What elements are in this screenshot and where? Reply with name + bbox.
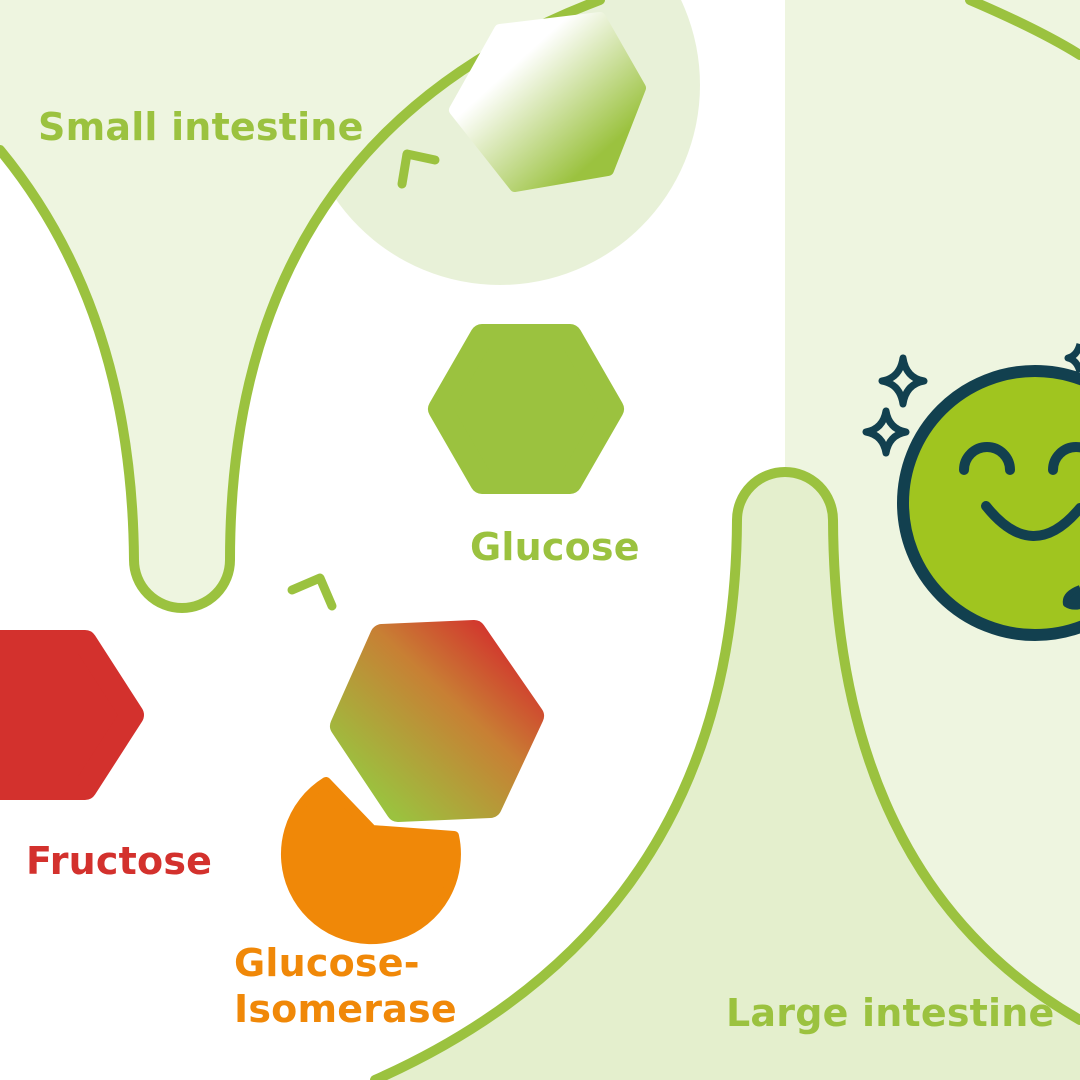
glucose-molecule bbox=[428, 324, 624, 494]
sparkle-icon bbox=[878, 354, 928, 408]
sparkle-icon bbox=[1064, 343, 1080, 373]
large-intestine-label: Large intestine bbox=[726, 991, 1055, 1035]
chevron-up-icon bbox=[397, 149, 440, 189]
glucose-isomerase-enzyme bbox=[281, 777, 461, 945]
small-intestine-label: Small intestine bbox=[38, 105, 364, 149]
glucose-molecule-absorbed bbox=[449, 12, 646, 192]
small-intestine-wall bbox=[0, 0, 605, 613]
glucose-label: Glucose bbox=[470, 525, 640, 569]
happy-face-icon bbox=[897, 365, 1080, 641]
large-intestine-wall bbox=[370, 467, 1080, 1080]
sparkle-icon bbox=[862, 407, 910, 457]
fructose-molecule bbox=[0, 630, 144, 800]
fructose-label: Fructose bbox=[26, 839, 213, 883]
converting-molecule bbox=[330, 620, 544, 822]
small-intestine-fill bbox=[0, 0, 600, 608]
large-intestine-fill bbox=[375, 472, 1080, 1080]
glucose-isomerase-label: Glucose- Isomerase bbox=[234, 941, 457, 1032]
chevron-up-icon bbox=[287, 573, 337, 611]
large-intestine-upper-wall bbox=[965, 0, 1080, 60]
